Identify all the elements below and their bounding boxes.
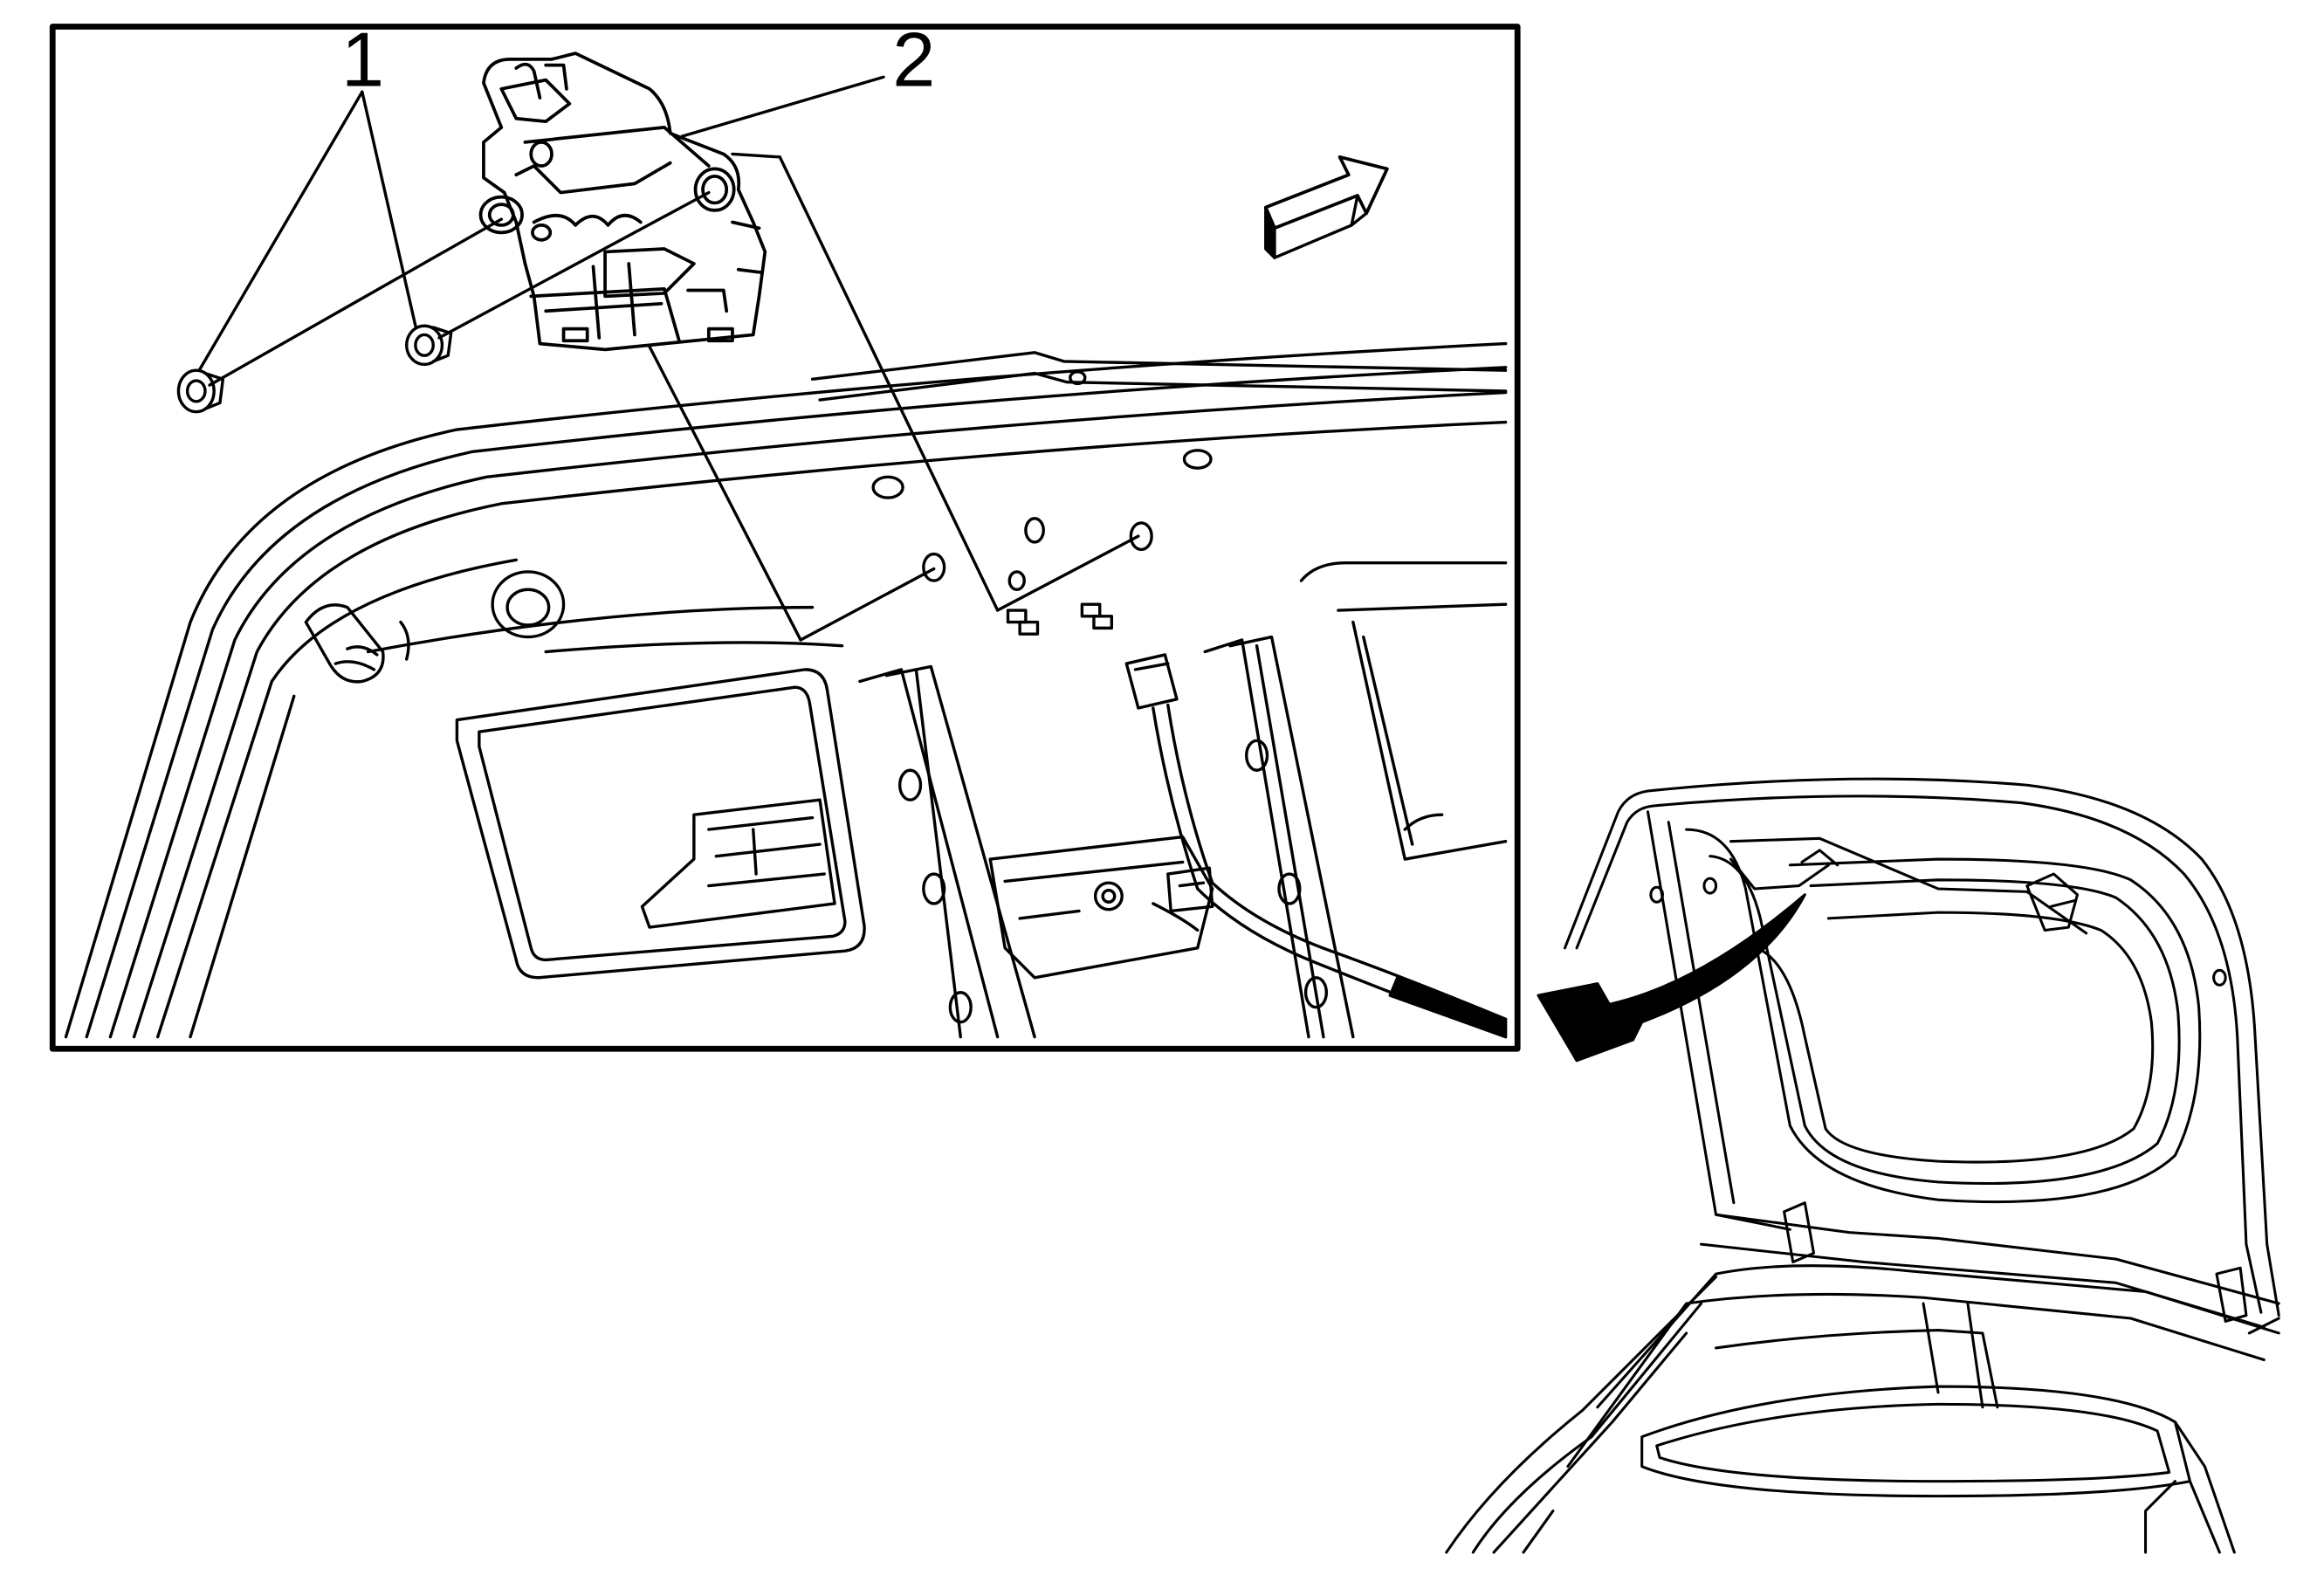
latch-actuator <box>478 52 767 352</box>
panel-window-left <box>455 668 866 980</box>
panel-window-right <box>1299 561 1508 861</box>
curved-motion-arrow-icon <box>1537 893 1806 1063</box>
lid-inner-panel <box>64 341 1508 1039</box>
callout-1-label: 1 <box>341 16 384 102</box>
front-direction-arrow-icon <box>1263 155 1389 259</box>
fastener-right <box>405 324 453 367</box>
panel-holes <box>491 370 1213 639</box>
fastener-left <box>176 368 225 414</box>
mount-hole-right <box>1129 521 1153 552</box>
leader-lines <box>197 75 1140 642</box>
mount-hole-left <box>922 552 946 582</box>
vehicle-trunk-view <box>1445 777 2280 1554</box>
wire-harness <box>1124 653 1508 1039</box>
harness-clips <box>1006 602 1114 636</box>
callout-2-label: 2 <box>892 16 935 102</box>
rubber-bumper <box>304 603 410 684</box>
detail-inset: 1 2 <box>49 16 1521 1052</box>
